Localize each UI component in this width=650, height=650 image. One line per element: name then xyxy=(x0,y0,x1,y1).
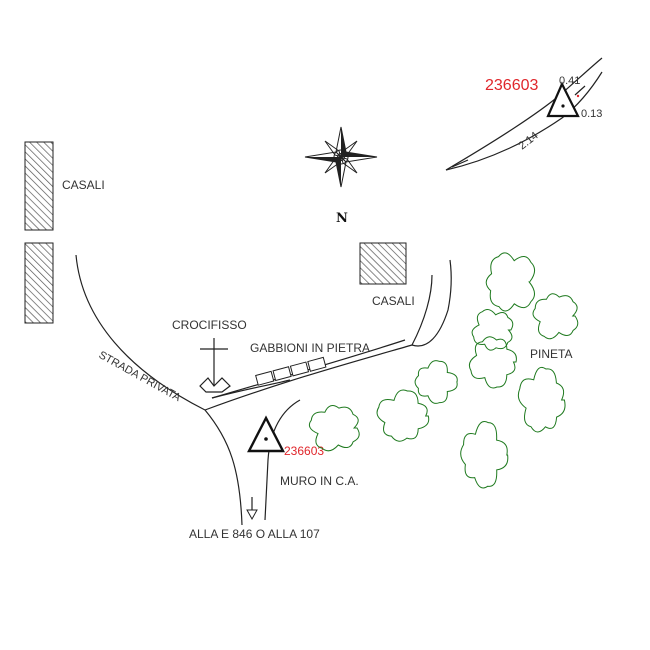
label-casali-right: CASALI xyxy=(372,294,415,308)
building-casale-bottom-left xyxy=(24,242,54,324)
inset-distance-right: 0.13 xyxy=(581,108,602,120)
label-casali-left: CASALI xyxy=(62,178,105,192)
main-point-id: 236603 xyxy=(284,444,324,458)
label-destination: ALLA E 846 O ALLA 107 xyxy=(189,527,320,541)
label-gabbioni: GABBIONI IN PIETRA xyxy=(250,341,370,355)
survey-triangle-icon xyxy=(546,81,580,118)
tree-icon xyxy=(308,405,360,452)
tree-icon xyxy=(460,421,509,489)
arrow-down-icon xyxy=(246,497,258,521)
tree-icon xyxy=(485,252,536,312)
crucifix-icon xyxy=(199,338,231,393)
north-label: N xyxy=(336,211,348,226)
tree-icon xyxy=(468,336,517,389)
tree-icon xyxy=(414,360,458,404)
inset-point-id: 236603 xyxy=(485,77,538,94)
label-crocifisso: CROCIFISSO xyxy=(172,318,247,332)
stone-gabions xyxy=(255,356,327,386)
inset-distance-top: 0.41 xyxy=(559,75,580,87)
tree-icon xyxy=(471,309,514,351)
building-casale-top-left xyxy=(24,141,54,231)
tree-icon xyxy=(517,366,566,433)
pineta-trees xyxy=(308,252,579,489)
label-muro: MURO IN C.A. xyxy=(280,474,359,488)
survey-triangle-icon xyxy=(247,415,285,453)
label-strada-privata: STRADA PRIVATA xyxy=(97,349,184,404)
inset-detail xyxy=(445,57,603,171)
compass-rose-icon xyxy=(304,126,378,188)
tree-icon xyxy=(532,293,579,340)
tree-icon xyxy=(376,389,430,442)
building-casale-right xyxy=(359,242,407,285)
label-pineta: PINETA xyxy=(530,347,572,361)
